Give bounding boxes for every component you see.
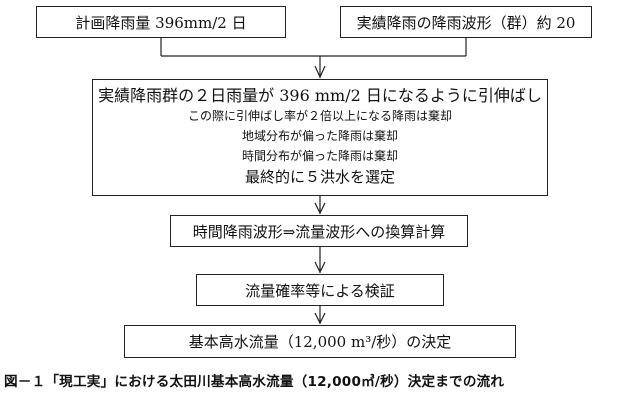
- actual-waveform-box: 実績降雨の降雨波形（群）約 20: [340, 6, 592, 38]
- decision-box: 基本高水流量（12,000 m³/秒）の決定: [124, 325, 516, 358]
- stretch-condition-1: この際に引伸ばし率が２倍以上になる降雨は棄却: [187, 109, 452, 123]
- verification-label: 流量確率等による検証: [245, 281, 395, 300]
- decision-label: 基本高水流量（12,000 m³/秒）の決定: [188, 333, 452, 351]
- conversion-label: 時間降雨波形⇒流量波形への換算計算: [192, 222, 446, 241]
- plan-rainfall-box: 計画降雨量 396mm/2 日: [36, 6, 286, 38]
- conversion-box: 時間降雨波形⇒流量波形への換算計算: [170, 215, 468, 247]
- stretch-condition-3: 時間分布が偏った降雨は棄却: [241, 149, 398, 163]
- plan-rainfall-label: 計画降雨量 396mm/2 日: [75, 13, 247, 32]
- stretch-rainfall-box: 実績降雨群の２日雨量が 396 mm/2 日になるように引伸ばし この際に引伸ば…: [92, 79, 548, 196]
- arrowhead-to-conversion: [314, 202, 326, 215]
- stretch-main-text: 実績降雨群の２日雨量が 396 mm/2 日になるように引伸ばし: [98, 86, 542, 105]
- arrowhead-to-decision: [314, 312, 326, 325]
- arrowhead-to-verification: [314, 261, 326, 274]
- actual-waveform-label: 実績降雨の降雨波形（群）約 20: [356, 13, 576, 32]
- stretch-final-selection: 最終的に５洪水を選定: [244, 168, 395, 186]
- figure-caption: 図－１「現工実」における太田川基本高水流量（12,000㎥/秒）決定までの流れ: [4, 374, 505, 390]
- arrowhead-to-stretch: [314, 65, 326, 79]
- verification-box: 流量確率等による検証: [196, 274, 444, 306]
- stretch-condition-2: 地域分布が偏った降雨は棄却: [241, 129, 398, 143]
